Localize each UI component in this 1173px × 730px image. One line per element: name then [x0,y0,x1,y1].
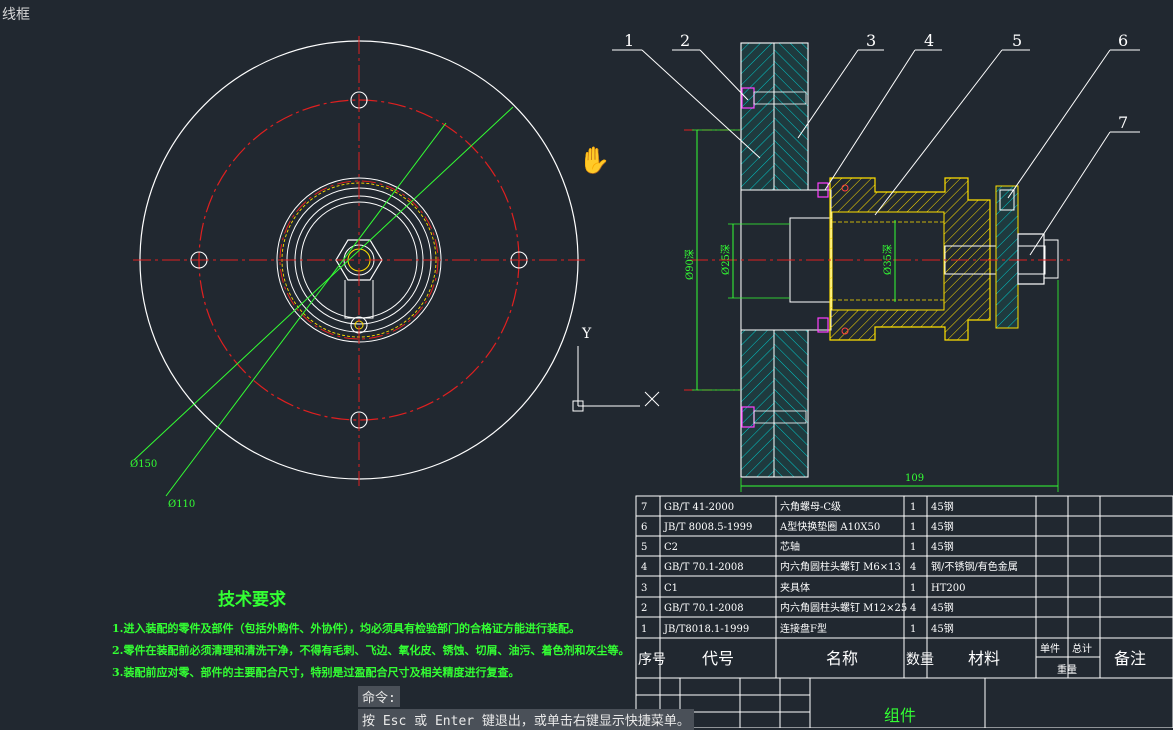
tech-requirements-title: 技术要求 [218,590,286,610]
balloon-2: 2 [680,31,690,50]
header-code: 代号 [702,649,734,668]
bom-code: C1 [664,583,678,594]
command-label: 命令: [358,686,400,707]
section-view: Ø90深 Ø25深 Ø35深 109 1 2 3 4 5 6 7 [612,31,1140,492]
header-weight: 重量 [1057,663,1077,676]
screw [741,87,829,428]
bom-qty: 1 [910,624,916,635]
bom-no: 5 [641,542,647,553]
balloon-5: 5 [1012,31,1022,50]
balloon-6: 6 [1118,31,1128,50]
command-prompt[interactable]: 按 Esc 或 Enter 键退出，或单击右键显示快捷菜单。 [358,709,694,730]
balloon-7: 7 [1118,113,1128,132]
bom-rows: 7 GB/T 41-2000 六角螺母-C级 1 45钢 6 JB/T 8008… [641,500,1018,635]
bom-qty: 1 [910,522,916,533]
bom-material: 45钢 [931,500,954,513]
balloon-3: 3 [866,31,876,50]
header-name: 名称 [826,649,858,668]
dim-d90: Ø90深 [684,249,696,280]
bom-material: 45钢 [931,520,954,533]
balloon-4: 4 [924,31,934,50]
bom-qty: 4 [910,603,916,614]
ucs-y-label: Y [581,326,592,342]
bom-no: 3 [641,583,647,594]
bom-no: 1 [641,624,647,635]
bom-header: 序号 代号 名称 数量 材料 单件 总计 重量 备注 [638,642,1146,676]
bom-name: A型快换垫圈 A10X50 [779,520,880,533]
header-total: 总计 [1072,642,1092,655]
bom-no: 4 [641,562,647,573]
bom-qty: 1 [910,542,916,553]
bom-name: 六角螺母-C级 [780,501,841,513]
front-view: Ø150 Ø110 [130,36,585,510]
tech-requirement-line: 3.装配前应对零、部件的主要配合尺寸，特别是过盈配合尺寸及相关精度进行复查。 [112,666,520,679]
bom-material: 45钢 [931,540,954,553]
bom-material: 45钢 [931,601,954,614]
viewport-label[interactable]: 线框 [2,7,30,23]
bom-code: GB/T 41-2000 [664,502,734,513]
bom-qty: 4 [910,562,916,573]
bom-table [635,495,1173,728]
dim-d25: Ø25深 [720,244,732,275]
dim-d150: Ø150 [130,459,157,470]
bom-code: C2 [664,542,678,553]
bom-no: 7 [641,502,647,513]
bom-material: 钢/不锈钢/有色金属 [931,560,1018,573]
balloon-leaders [612,49,1140,256]
bom-name: 夹具体 [780,581,810,594]
bom-qty: 1 [910,583,916,594]
header-material: 材料 [968,649,1000,668]
title-block-label: 组件 [884,706,916,725]
header-no: 序号 [638,652,666,668]
pan-cursor-icon: ✋ [578,146,611,176]
bom-code: GB/T 70.1-2008 [664,562,744,573]
tech-requirement-line: 2.零件在装配前必须清理和清洗干净，不得有毛刺、飞边、氧化皮、锈蚀、切屑、油污、… [112,644,630,657]
bom-code: JB/T8018.1-1999 [663,624,749,635]
dim-len109: 109 [905,473,924,484]
tech-requirement-line: 1.进入装配的零件及部件（包括外购件、外协件），均必须具有检验部门的合格证方能进… [112,622,580,635]
dim-d35: Ø35深 [882,244,894,275]
balloon-1: 1 [624,31,634,50]
bom-name: 内六角圆柱头螺钉 M6×13 [780,560,901,573]
header-unit: 单件 [1040,643,1060,655]
bom-name: 连接盘F型 [780,622,827,635]
dim-d110: Ø110 [168,499,195,510]
bom-material: HT200 [931,583,965,594]
ucs-icon [572,346,660,412]
bom-no: 2 [641,603,647,614]
bom-code: JB/T 8008.5-1999 [663,522,752,533]
bom-name: 内六角圆柱头螺钉 M12×25 [780,601,907,614]
header-qty: 数量 [906,652,934,668]
header-remark: 备注 [1114,649,1146,668]
bom-code: GB/T 70.1-2008 [664,603,744,614]
bom-no: 6 [641,522,647,533]
bom-material: 45钢 [931,622,954,635]
bom-qty: 1 [910,502,916,513]
bom-name: 芯轴 [780,540,800,553]
